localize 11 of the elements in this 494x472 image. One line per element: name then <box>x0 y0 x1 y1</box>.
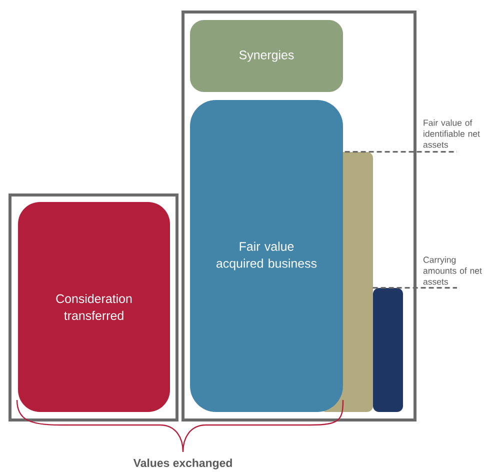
leader-line <box>344 150 457 153</box>
annotation-text: Carrying amounts of net assets <box>423 256 482 285</box>
leader-line <box>372 286 457 289</box>
frame-box <box>8 193 178 422</box>
annotation-text: Fair value of identifiable net assets <box>423 119 480 148</box>
frame-box <box>182 10 416 422</box>
value-box: Fair value acquired business <box>190 100 343 412</box>
caption-label: Values exchanged <box>133 458 232 470</box>
value-bar <box>373 288 403 412</box>
value-box: Consideration transferred <box>18 202 170 412</box>
value-box: Synergies <box>190 20 343 92</box>
